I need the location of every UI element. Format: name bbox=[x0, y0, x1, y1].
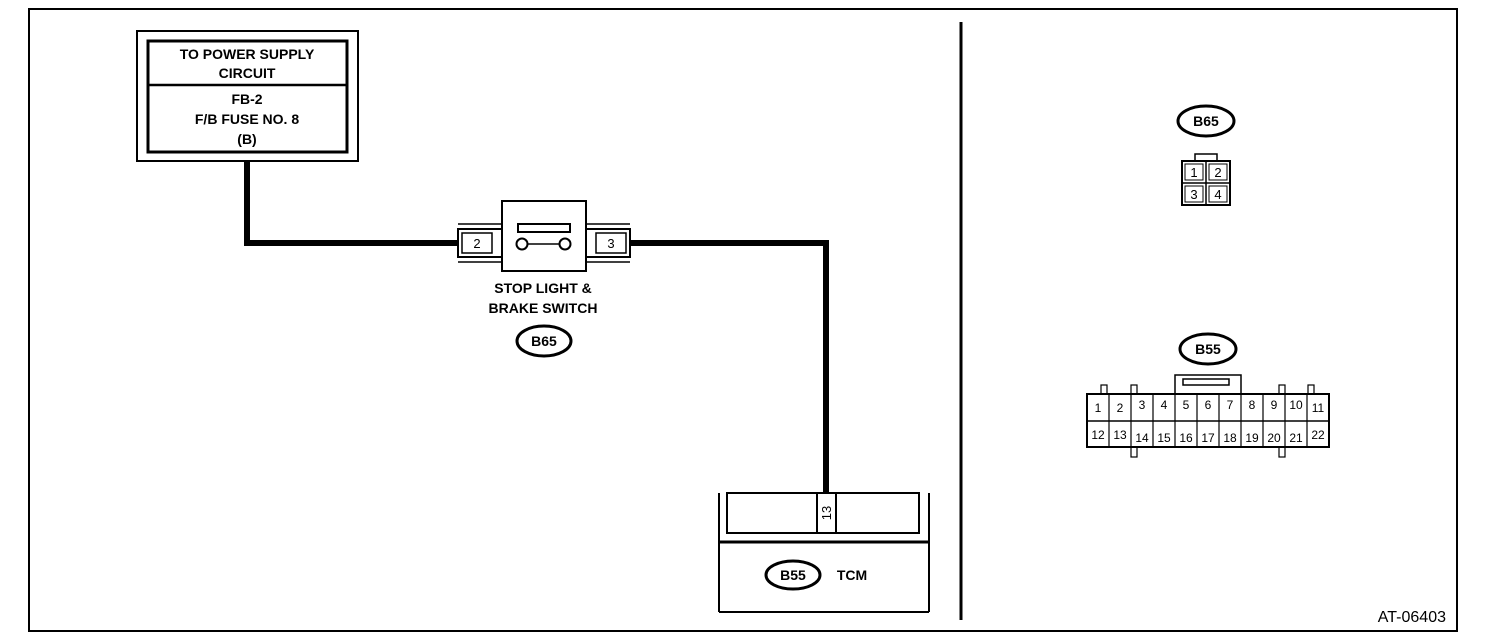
b55-pin: 21 bbox=[1289, 431, 1303, 445]
b65-pin: 3 bbox=[1190, 187, 1197, 202]
diagram-frame bbox=[28, 8, 1458, 632]
b55-pin: 3 bbox=[1139, 398, 1146, 412]
tcm-connector-id: B55 bbox=[780, 567, 806, 583]
power-supply-title-line1: TO POWER SUPPLY bbox=[180, 46, 315, 62]
b55-pin: 6 bbox=[1205, 398, 1212, 412]
b55-pin: 5 bbox=[1183, 398, 1190, 412]
switch-connector-id: B65 bbox=[531, 333, 557, 349]
switch-pin-left: 2 bbox=[473, 236, 480, 251]
power-supply-title-line2: CIRCUIT bbox=[219, 65, 276, 81]
b55-pin: 2 bbox=[1117, 401, 1124, 415]
b55-pin: 20 bbox=[1267, 431, 1281, 445]
b55-pin: 1 bbox=[1095, 401, 1102, 415]
tcm-pin: 13 bbox=[819, 506, 834, 520]
b55-pin: 18 bbox=[1223, 431, 1237, 445]
b65-pin: 2 bbox=[1214, 165, 1221, 180]
b55-pin: 14 bbox=[1135, 431, 1149, 445]
b65-pin: 4 bbox=[1214, 187, 1221, 202]
b55-pin: 8 bbox=[1249, 398, 1256, 412]
b55-pin: 9 bbox=[1271, 398, 1278, 412]
fuse-line2: F/B FUSE NO. 8 bbox=[195, 111, 299, 127]
b65-badge bbox=[1176, 104, 1236, 138]
tcm-connector-badge bbox=[764, 559, 822, 591]
power-supply-box: TO POWER SUPPLY CIRCUIT FB-2 F/B FUSE NO… bbox=[136, 30, 359, 162]
switch-pin-left-box bbox=[461, 232, 493, 254]
b65-id: B65 bbox=[1193, 113, 1219, 129]
b55-pin: 16 bbox=[1179, 431, 1193, 445]
figure-id: AT-06403 bbox=[1378, 609, 1446, 626]
switch-pin-right: 3 bbox=[607, 236, 614, 251]
b55-pin: 22 bbox=[1311, 428, 1325, 442]
wire-power-to-switch bbox=[244, 161, 457, 246]
fuse-line1: FB-2 bbox=[231, 91, 262, 107]
b55-pin: 17 bbox=[1201, 431, 1215, 445]
b55-pin: 13 bbox=[1113, 428, 1127, 442]
b55-pin: 12 bbox=[1091, 428, 1105, 442]
switch-label-line1: STOP LIGHT & bbox=[494, 280, 592, 296]
b65-connector-view: B65 1 2 3 4 bbox=[1176, 104, 1236, 206]
wire-switch-to-tcm bbox=[630, 240, 829, 493]
b55-pin: 10 bbox=[1289, 398, 1303, 412]
switch-connector-badge bbox=[515, 324, 573, 358]
b55-badge bbox=[1178, 332, 1238, 366]
switch-label-line2: BRAKE SWITCH bbox=[489, 300, 598, 316]
switch-pin-right-box bbox=[595, 232, 627, 254]
b55-connector-view: B55 1 2 3 4 5 6 7 8 9 10 11 bbox=[1086, 332, 1330, 458]
tcm-name: TCM bbox=[837, 567, 867, 583]
b55-pin: 11 bbox=[1312, 401, 1325, 415]
b55-id: B55 bbox=[1195, 341, 1221, 357]
b65-pin: 1 bbox=[1190, 165, 1197, 180]
fuse-line3: (B) bbox=[237, 131, 256, 147]
tcm-pin-box bbox=[816, 492, 837, 534]
b55-pin: 7 bbox=[1227, 398, 1234, 412]
b55-pin: 4 bbox=[1161, 398, 1168, 412]
stop-light-brake-switch: 2 3 STOP LIGHT & BRAKE SWITCH B65 bbox=[457, 200, 631, 358]
tcm-module: 13 B55 TCM bbox=[718, 492, 930, 613]
b55-pin: 19 bbox=[1245, 431, 1259, 445]
b55-pin: 15 bbox=[1157, 431, 1171, 445]
